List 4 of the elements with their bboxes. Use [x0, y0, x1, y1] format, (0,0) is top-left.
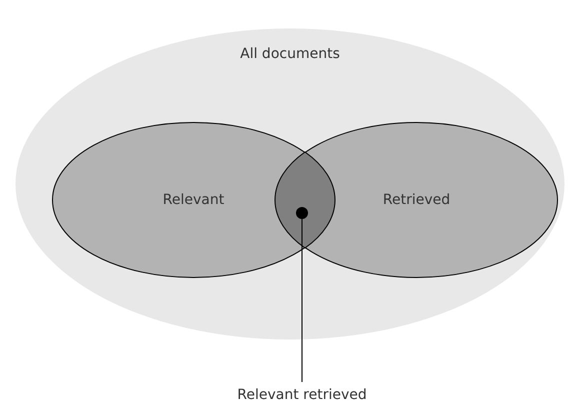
set-label: Relevant [162, 192, 224, 208]
callout-label: Relevant retrieved [237, 387, 367, 403]
set-label: Retrieved [382, 192, 450, 208]
set-label: All documents [240, 46, 340, 62]
